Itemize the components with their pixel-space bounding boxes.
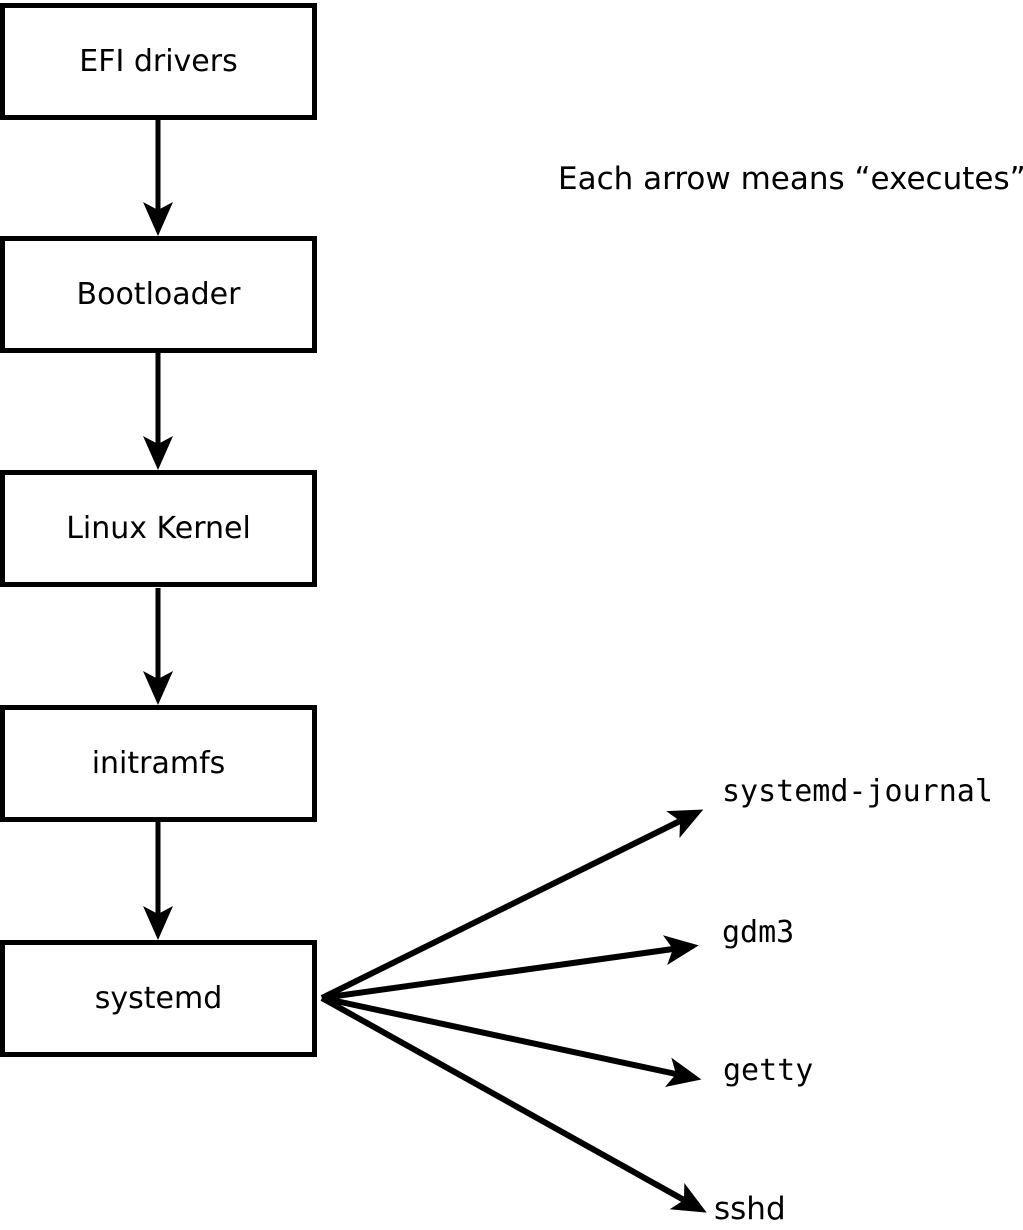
arrow-systemd-to-getty — [321, 995, 702, 1087]
node-initramfs-label: initramfs — [91, 745, 226, 781]
arrow-systemd-to-sshd — [320, 995, 707, 1213]
arrow-systemd-to-gdm3 — [321, 935, 699, 1001]
node-initramfs: initramfs — [0, 705, 317, 822]
node-systemd-label: systemd — [94, 980, 223, 1016]
node-efi-drivers: EFI drivers — [0, 3, 317, 120]
arrow-systemd-to-systemd-journal — [320, 809, 704, 1001]
node-systemd: systemd — [0, 940, 317, 1057]
label-gdm3: gdm3 — [722, 915, 795, 950]
node-linux-kernel: Linux Kernel — [0, 470, 317, 587]
label-systemd-journal: systemd-journal — [722, 774, 993, 809]
label-sshd: sshd — [714, 1191, 786, 1227]
label-getty: getty — [723, 1053, 814, 1088]
node-efi-drivers-label: EFI drivers — [79, 43, 238, 79]
node-bootloader-label: Bootloader — [76, 276, 241, 312]
node-linux-kernel-label: Linux Kernel — [66, 510, 251, 546]
node-bootloader: Bootloader — [0, 236, 317, 353]
note-arrow-meaning: Each arrow means “executes”. — [558, 161, 1023, 197]
